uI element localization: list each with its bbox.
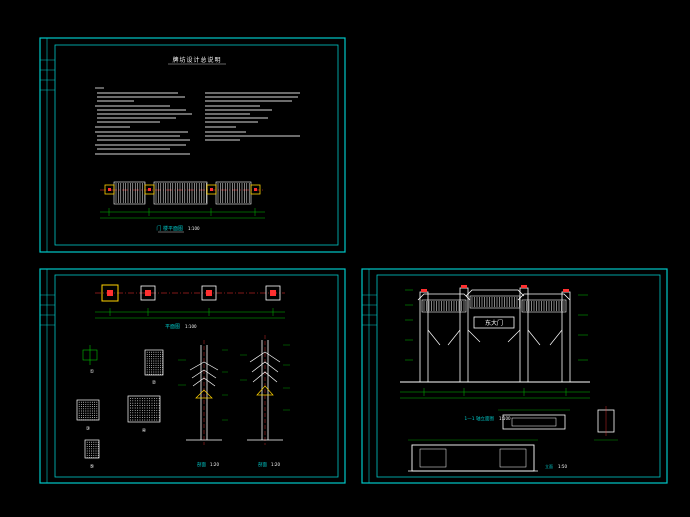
detail-node-4[interactable]: ④ [127, 395, 161, 434]
sheet-2-outer-frame [39, 268, 346, 484]
plan-drawing-label: 门 楼平面图 [156, 225, 183, 232]
section-a-label: 剖面 [197, 461, 206, 468]
detail-hatch-3 [78, 401, 98, 421]
column-plan-row[interactable]: 平面图 1:100 [95, 284, 285, 330]
column-plan-scale: 1:100 [185, 324, 197, 329]
elevation-dimension-lines [400, 289, 590, 399]
column-cores [107, 290, 276, 296]
column-dimension-lines [95, 308, 285, 319]
detail-marker-5: ⑤ [90, 464, 94, 470]
base-scale: 1:50 [558, 464, 567, 469]
notes-right-column [205, 92, 300, 141]
detail-node-1[interactable]: ① [82, 345, 98, 375]
detail-node-2[interactable]: ② [144, 349, 164, 386]
notes-left-column [95, 87, 192, 155]
detail-node-3[interactable]: ③ [76, 399, 100, 432]
column-plan-label: 平面图 [165, 324, 180, 330]
sheet-1-title-block [40, 59, 55, 91]
gate-plan-view[interactable]: 门 楼平面图 1:100 [100, 181, 265, 233]
sheet-1-outer-frame [39, 37, 346, 253]
plan-roof-bays [113, 181, 252, 205]
plan-column-bases [104, 184, 261, 195]
sheet-1-title: 牌坊设计总说明 [172, 56, 221, 64]
detail-hatch-2 [146, 351, 164, 375]
sheet-3-title-block [362, 294, 377, 326]
column-section-b[interactable]: 剖面 1:20 [240, 335, 290, 468]
detail-marker-1: ① [90, 369, 95, 375]
detail-marker-2: ② [152, 380, 157, 386]
beam-detail[interactable] [498, 409, 570, 430]
column-base-squares [140, 285, 281, 301]
detail-marker-3: ③ [86, 426, 90, 432]
detail-marker-4: ④ [142, 428, 147, 434]
sheet-3-elevation[interactable]: 东大门 1—1 轴立面图 1:100 [361, 268, 668, 484]
sheet-1-general-notes[interactable]: 牌坊设计总说明 [39, 37, 346, 253]
gate-name-plaque [473, 316, 515, 329]
post-detail[interactable] [594, 406, 618, 441]
base-elevation[interactable]: 立面 1:50 [408, 439, 567, 472]
elevation-roofs [417, 289, 571, 313]
sheet-2-plan-and-details[interactable]: 平面图 1:100 ① ② ③ ④ ⑤ [39, 268, 346, 484]
section-b-label: 剖面 [258, 461, 267, 468]
plan-column-cores [108, 188, 257, 191]
gate-name-text: 东大门 [485, 319, 503, 327]
sheet-1-inner-frame [54, 44, 339, 246]
elevation-brackets [427, 329, 563, 346]
sheet-3-inner-frame [376, 274, 661, 478]
elevation-label: 1—1 轴立面图 [464, 415, 494, 422]
sheet-3-outer-frame [361, 268, 668, 484]
elevation-scale: 1:100 [499, 416, 511, 421]
detail-hatch-4 [129, 397, 160, 421]
detail-hatch-5 [86, 441, 99, 459]
plan-drawing-scale: 1:100 [188, 226, 200, 231]
plan-dimension-lines [100, 208, 265, 219]
column-section-a[interactable]: 剖面 1:20 [178, 340, 228, 468]
detail-node-5[interactable]: ⑤ [84, 439, 100, 470]
column-base-first [101, 284, 119, 302]
sheet-2-inner-frame [54, 274, 339, 478]
gate-elevation[interactable]: 东大门 1—1 轴立面图 1:100 [400, 285, 590, 422]
section-b-scale: 1:20 [271, 462, 280, 467]
section-a-scale: 1:20 [210, 462, 219, 467]
base-label: 立面 [545, 463, 553, 469]
pillar-caps [421, 285, 569, 292]
sheet-2-title-block [40, 294, 55, 326]
